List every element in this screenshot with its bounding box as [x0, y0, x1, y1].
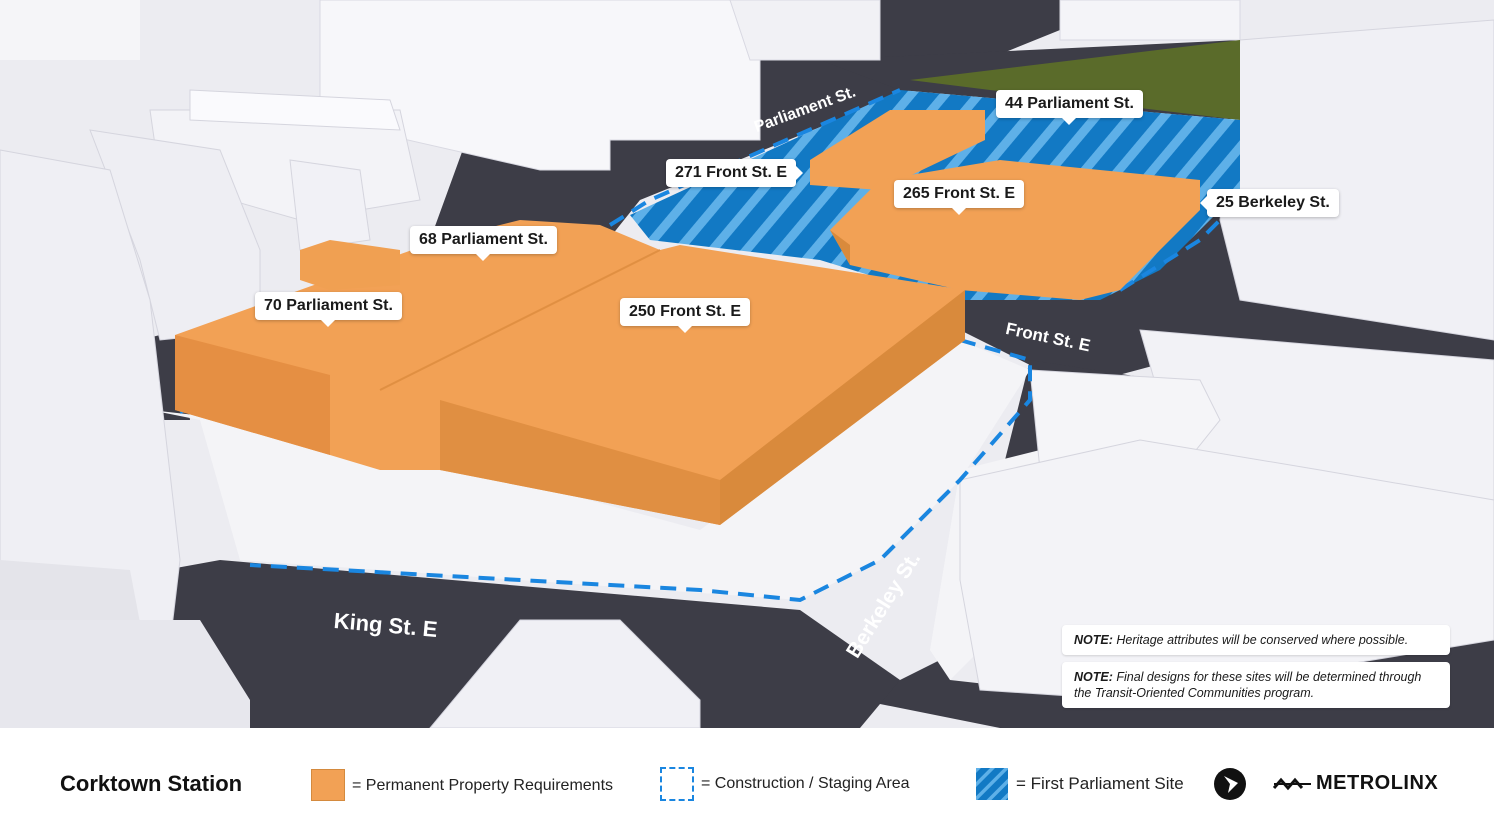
label-271-front: 271 Front St. E — [666, 159, 804, 187]
staging-boundary-south — [249, 338, 1032, 603]
legend-title: Corktown Station — [60, 771, 243, 796]
property-tower — [300, 240, 400, 290]
front-road — [960, 200, 1494, 380]
legend-label-first-parliament: = First Parliament Site — [1016, 774, 1184, 793]
note-text: Final designs for these sites will be de… — [1074, 670, 1422, 700]
label-70-parliament: 70 Parliament St. — [255, 292, 402, 327]
berkeley-road — [860, 360, 1494, 728]
staging-boundary-east — [1118, 208, 1232, 292]
building — [729, 0, 881, 61]
note-text: Heritage attributes will be conserved wh… — [1112, 633, 1409, 647]
building — [189, 89, 401, 131]
shade — [830, 230, 850, 265]
building — [0, 0, 140, 60]
legend-label-permanent: = Permanent Property Requirements — [352, 777, 614, 794]
note-prefix: NOTE: — [1074, 670, 1113, 684]
building — [1059, 0, 1241, 41]
note-heritage: NOTE: Heritage attributes will be conser… — [1062, 625, 1450, 655]
map-scene: 44 Parliament St. 271 Front St. E 265 Fr… — [0, 0, 1494, 728]
shade — [175, 335, 330, 455]
heritage-facade — [289, 159, 371, 251]
map-graphic — [0, 0, 1494, 728]
label-44-parliament: 44 Parliament St. — [996, 90, 1143, 125]
note-final-designs: NOTE: Final designs for these sites will… — [1062, 662, 1450, 708]
legend-swatch-permanent — [311, 769, 345, 801]
building-south — [429, 619, 701, 728]
roof-seam — [379, 249, 661, 391]
metrolinx-logo-icon — [1273, 777, 1311, 791]
staging-boundary-north — [608, 88, 901, 227]
shade — [720, 290, 965, 525]
shade — [440, 400, 720, 525]
label-25-berkeley: 25 Berkeley St. — [1200, 189, 1339, 217]
metrolinx-brand: METROLINX — [1316, 772, 1439, 794]
label-265-front: 265 Front St. E — [894, 180, 1025, 215]
plaza — [150, 340, 1030, 600]
property-271-front — [810, 110, 985, 190]
tower-east — [1219, 19, 1494, 341]
green-lot — [910, 40, 1240, 120]
label-250-front: 250 Front St. E — [620, 298, 751, 333]
go-transit-icon — [1214, 768, 1246, 800]
legend-label-staging: = Construction / Staging Area — [701, 775, 910, 792]
label-68-parliament: 68 Parliament St. — [410, 226, 557, 261]
building-southwest — [0, 620, 250, 728]
legend-swatch-staging — [660, 767, 694, 801]
note-prefix: NOTE: — [1074, 633, 1113, 647]
legend-swatch-first-parliament — [976, 768, 1008, 800]
